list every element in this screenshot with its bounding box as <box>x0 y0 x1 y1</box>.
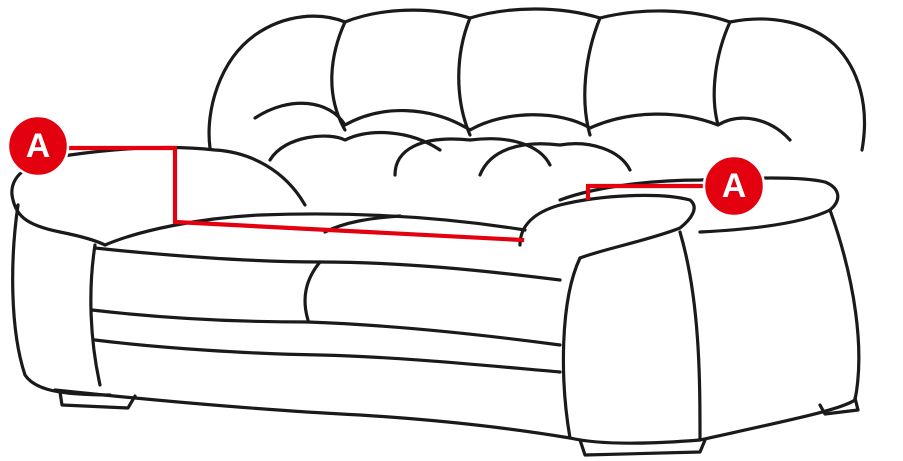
marker-a-right: A <box>702 154 766 218</box>
marker-a-left-badge <box>6 114 70 178</box>
sofa-base-bottom <box>53 388 572 440</box>
seat-cushion-front-top <box>93 246 562 282</box>
right-front-foot <box>578 438 707 457</box>
back-tuft-4 <box>712 20 732 127</box>
measurement-line-right <box>585 183 738 201</box>
seat-cushion-top <box>103 212 527 247</box>
marker-a-left-label: A <box>26 127 51 165</box>
right-arm-top <box>558 176 840 234</box>
marker-a-right-badge <box>702 154 766 218</box>
sofa-base-top <box>93 338 562 374</box>
sofa-backrest-outline <box>207 7 867 152</box>
marker-a-right-label: A <box>722 167 747 205</box>
right-arm-inner-roll <box>518 193 696 260</box>
measurement-line-left <box>42 145 525 243</box>
right-back-foot <box>818 396 860 416</box>
back-tuft-row <box>253 101 792 142</box>
left-arm-front <box>10 193 107 247</box>
left-arm-inner <box>89 243 102 387</box>
back-tuft-2 <box>457 16 472 137</box>
left-front-foot <box>58 390 137 410</box>
marker-a-left: A <box>6 114 70 178</box>
right-arm-front <box>561 256 702 445</box>
right-arm-outer <box>678 208 861 442</box>
seat-cushion-front-bottom <box>90 308 562 347</box>
left-arm-side <box>11 203 112 397</box>
seat-cushion-divider <box>303 260 322 322</box>
back-lower-cushions <box>268 131 632 177</box>
back-tuft-3 <box>583 16 602 137</box>
